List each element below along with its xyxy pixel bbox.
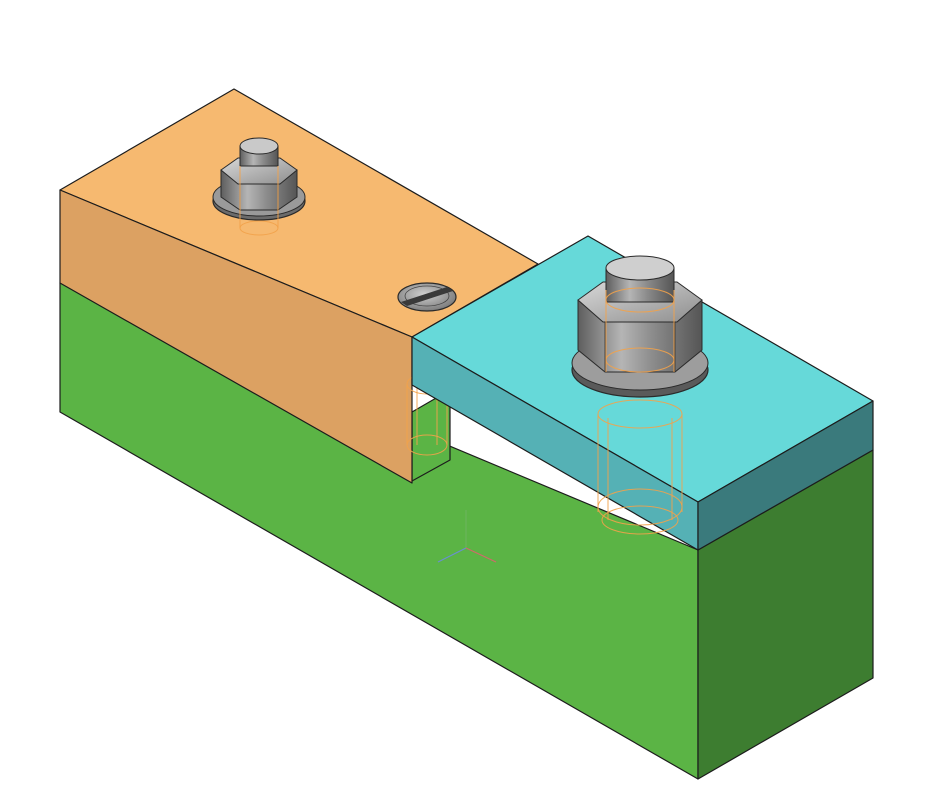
clamp-right-face bbox=[697, 400, 874, 551]
slotted-screw[interactable] bbox=[397, 282, 457, 312]
large-hex-nut[interactable] bbox=[571, 255, 709, 398]
axis-x bbox=[437, 547, 467, 563]
axis-triad bbox=[437, 510, 497, 563]
small-hex-nut[interactable] bbox=[212, 137, 306, 236]
base-block[interactable] bbox=[59, 282, 874, 780]
screw-slot bbox=[401, 287, 453, 306]
plate-front-face bbox=[59, 189, 413, 484]
clamp-hidden-stud bbox=[597, 399, 683, 535]
axis-y bbox=[465, 547, 497, 563]
